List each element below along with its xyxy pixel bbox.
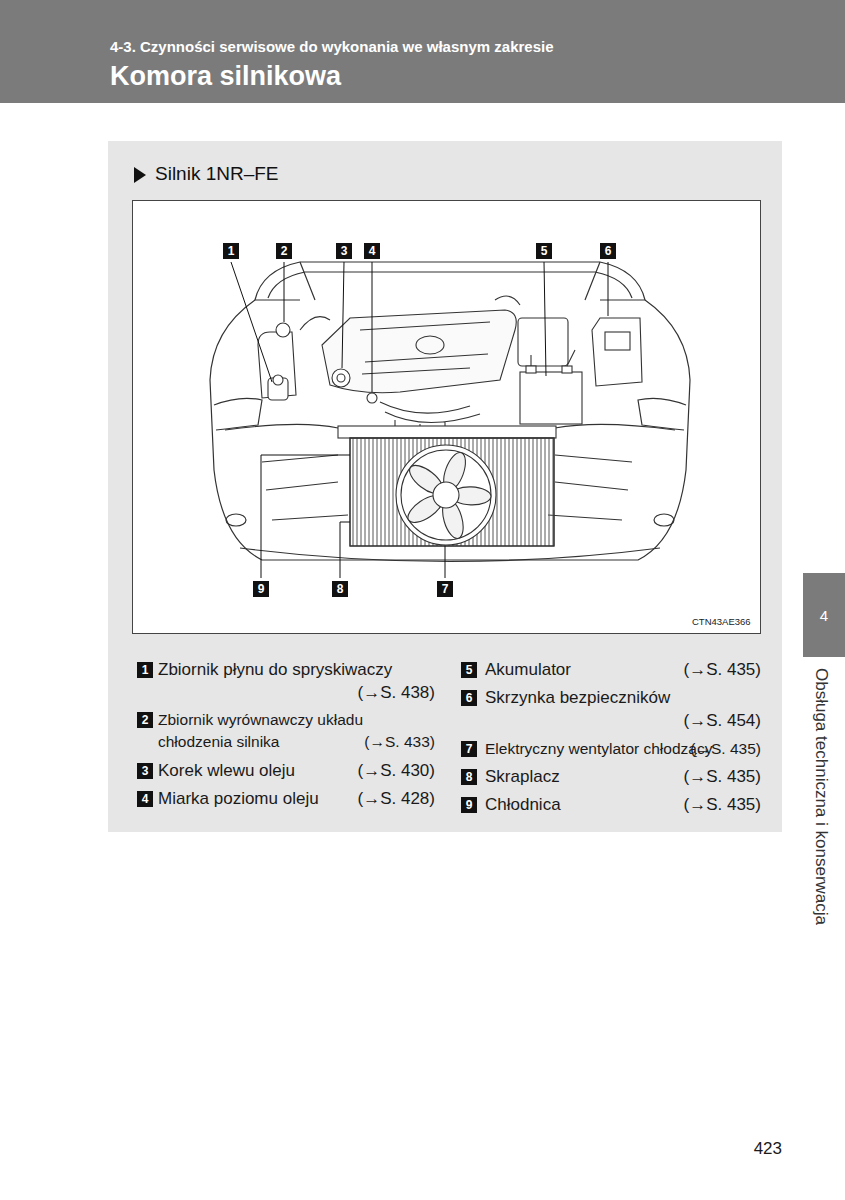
page-reference: (→S. 433): [364, 731, 435, 753]
car-body-part: [214, 398, 262, 430]
leader-lines: [231, 262, 608, 578]
car-body-part: [300, 262, 600, 300]
part-name: Skraplacz: [485, 766, 560, 788]
part-name: Elektryczny wentylator chłodzący: [485, 738, 712, 760]
battery-and-fuses-part: [520, 372, 582, 424]
engine-part: [332, 369, 350, 387]
callout-number: 7: [437, 581, 453, 597]
part-name: Akumulator: [485, 659, 571, 681]
callout-number: 4: [137, 791, 153, 807]
panel-fill: [108, 141, 782, 832]
header-band: [0, 0, 845, 103]
fluid-tanks: [258, 323, 296, 400]
car-body-part: [262, 455, 348, 520]
chapter-number: 4: [820, 606, 828, 625]
callout-number: 1: [223, 243, 239, 259]
callout-number: 9: [253, 581, 269, 597]
leader-lines-part: [340, 522, 350, 578]
part-name: Skrzynka bezpieczników: [485, 687, 670, 709]
battery-and-fuses-part: [531, 350, 575, 366]
car-body-part: [226, 514, 246, 526]
callout-number: 2: [137, 712, 153, 728]
figure-code: CTN43AE366: [692, 616, 751, 627]
radiator-and-fan-part: [350, 438, 554, 546]
battery-and-fuses: [518, 318, 642, 424]
battery-and-fuses-part: [562, 366, 572, 373]
part-name: Miarka poziomu oleju: [158, 788, 319, 810]
leader-lines-part: [445, 546, 446, 578]
car-body: [210, 262, 690, 562]
page-number: 423: [754, 1138, 782, 1160]
page-reference: (→S. 435): [690, 738, 761, 760]
chapter-name: Obsługa techniczna i konserwacja: [810, 668, 832, 925]
callout-number: 3: [336, 243, 352, 259]
leader-lines-part: [544, 262, 546, 376]
car-body-part: [240, 548, 660, 562]
radiator-and-fan-part: [350, 438, 554, 546]
engine-part: [360, 322, 490, 374]
part-name: Chłodnica: [485, 794, 561, 816]
callout-number: 7: [461, 741, 477, 757]
leader-lines-part: [342, 262, 344, 368]
battery-and-fuses-part: [518, 318, 568, 366]
radiator-and-fan-part: [338, 426, 556, 438]
battery-and-fuses-part: [526, 366, 536, 373]
car-body-part: [654, 514, 674, 526]
bullet-triangle: [134, 167, 146, 183]
callout-number: 6: [600, 243, 616, 259]
page-reference: (→S. 435): [684, 766, 761, 788]
car-body-part: [268, 272, 632, 298]
callout-number: 8: [332, 581, 348, 597]
part-name: Zbiornik płynu do spryskiwaczy: [158, 659, 392, 681]
engine-part: [416, 336, 444, 354]
fluid-tanks-part: [273, 375, 283, 385]
page-reference: (→S. 428): [358, 788, 435, 810]
battery-and-fuses-part: [605, 332, 630, 350]
callout-number: 5: [461, 662, 477, 678]
car-body-part: [255, 262, 645, 300]
callout-number: 6: [461, 690, 477, 706]
figure-heading: Silnik 1NR–FE: [155, 162, 782, 186]
radiator-and-fan: [338, 426, 556, 546]
engine-part: [322, 310, 516, 393]
battery-and-fuses-part: [592, 318, 642, 386]
radiator-and-fan-part: [433, 482, 459, 508]
radiator-and-fan-part: [396, 445, 496, 545]
leader-lines-part: [372, 262, 373, 392]
radiator-and-fan-part: [401, 450, 491, 540]
callout-number: 4: [364, 243, 380, 259]
figure-panel: Silnik 1NR–FE: [108, 141, 782, 832]
leader-lines-part: [261, 455, 350, 578]
part-name: Korek wlewu oleju: [158, 760, 295, 782]
fluid-tanks-part: [276, 323, 290, 337]
engine-part: [367, 393, 377, 403]
leader-lines-part: [231, 262, 272, 382]
page-title: Komora silnikowa: [110, 60, 341, 92]
page-reference: (→S. 435): [684, 794, 761, 816]
chapter-tab: 4: [803, 573, 845, 657]
leader-lines-part: [284, 262, 285, 322]
callout-number: 1: [137, 662, 153, 678]
figure-frame: [133, 201, 761, 634]
page-reference: (→S. 438): [358, 682, 435, 704]
page-reference: (→S. 454): [684, 710, 761, 732]
engine-part: [300, 296, 520, 330]
engine-part: [337, 374, 345, 382]
car-body-part: [638, 398, 686, 430]
car-body-part: [548, 455, 632, 520]
callout-number: 9: [461, 797, 477, 813]
car-body-part: [210, 380, 690, 560]
callout-number: 3: [137, 763, 153, 779]
callout-number: 5: [536, 243, 552, 259]
leader-lines-part: [608, 262, 609, 316]
engine: [300, 296, 520, 434]
callout-number: 8: [461, 769, 477, 785]
callout-number: 2: [276, 243, 292, 259]
page-reference: (→S. 430): [358, 760, 435, 782]
page-reference: (→S. 435): [684, 659, 761, 681]
section-heading: 4-3. Czynności serwisowe do wykonania we…: [110, 38, 554, 56]
